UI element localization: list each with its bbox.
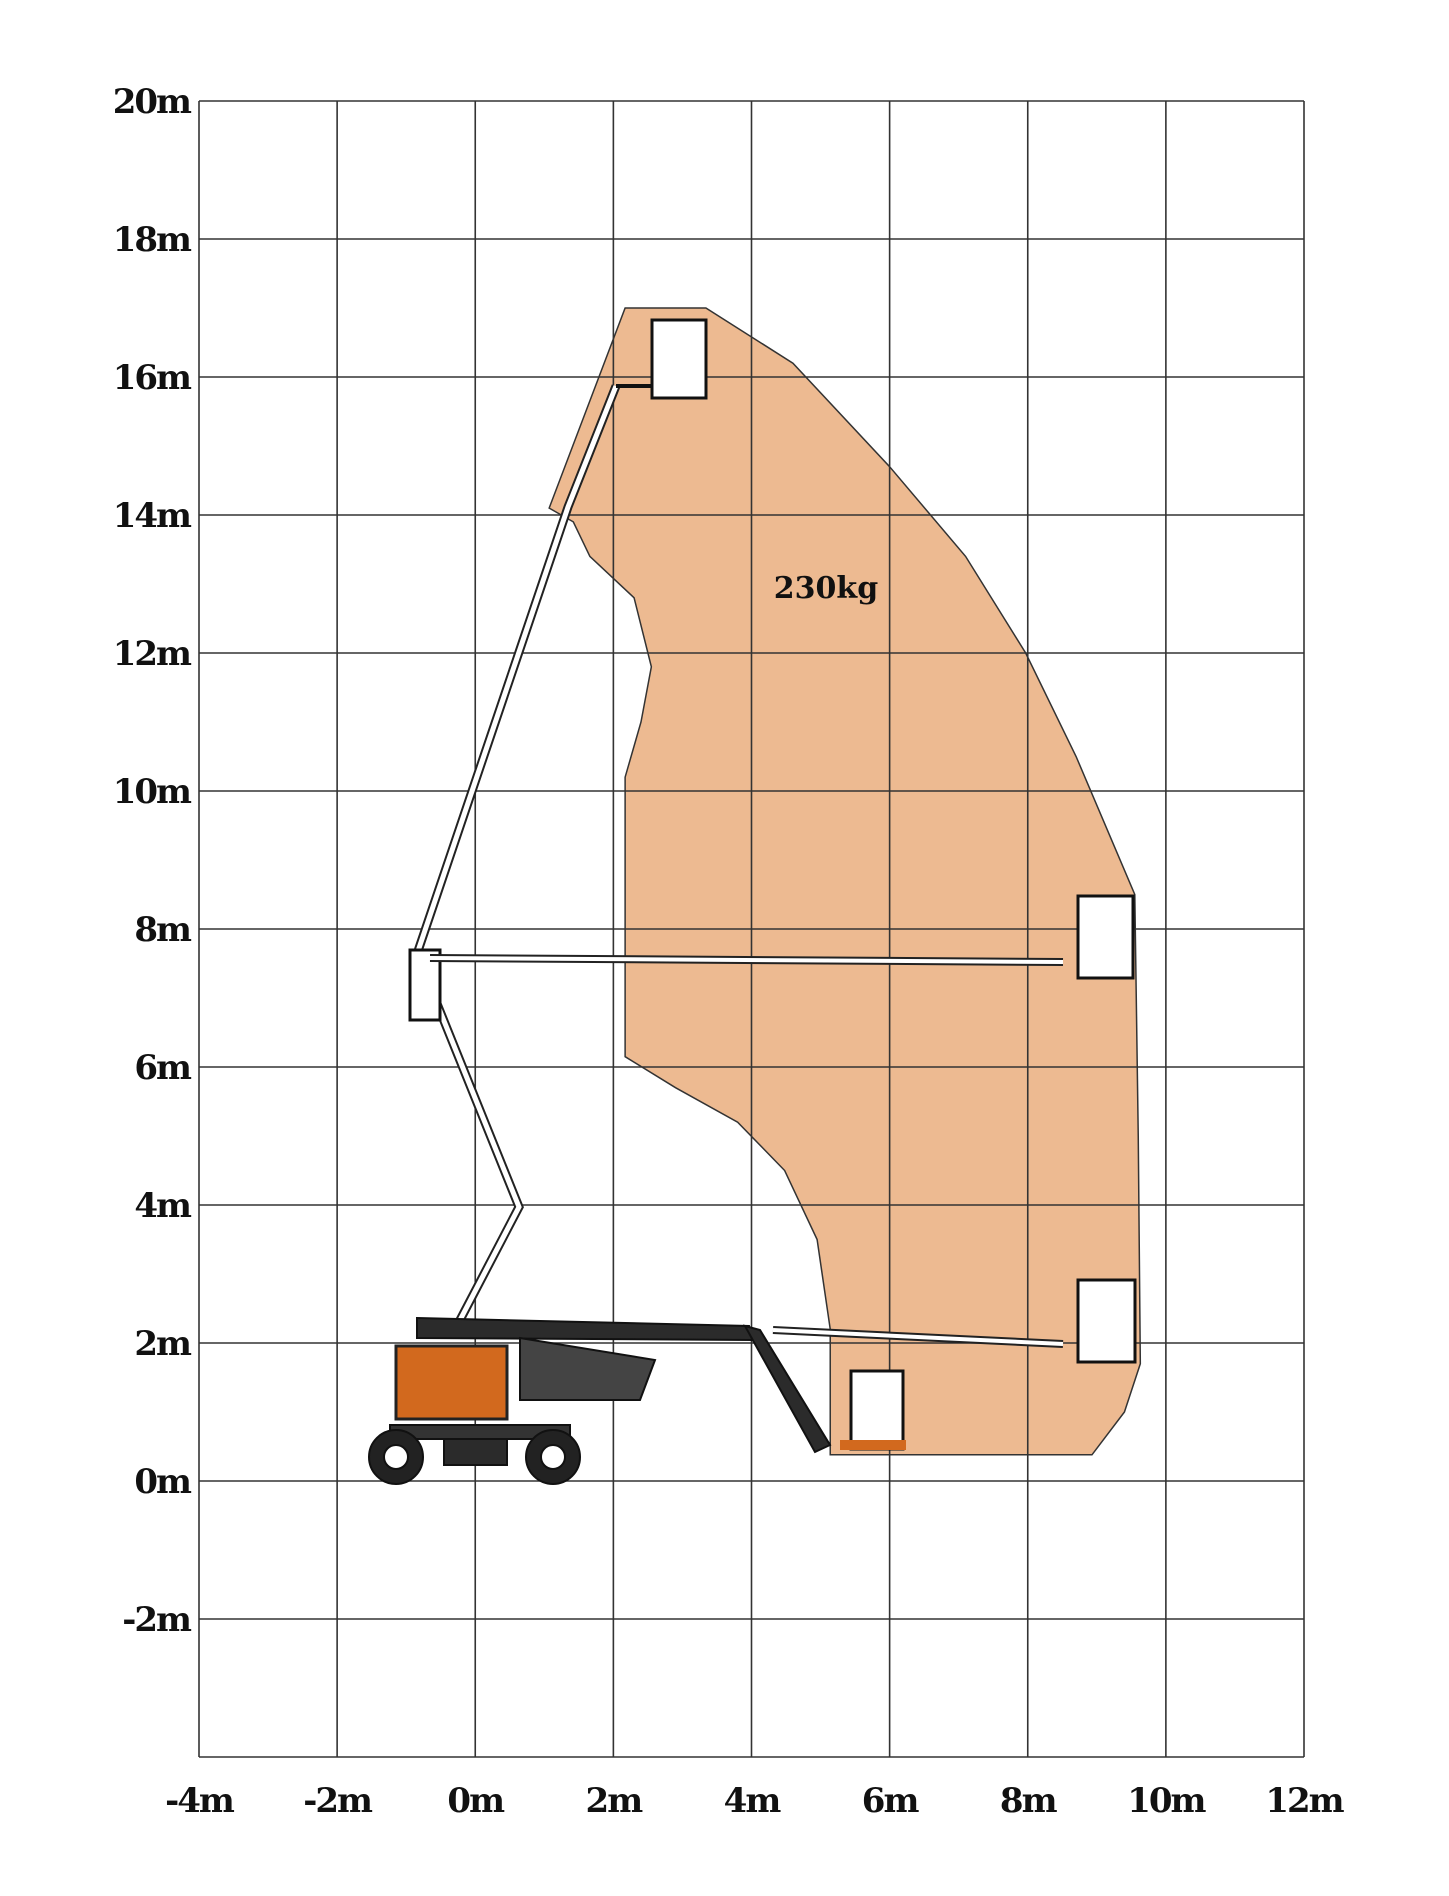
x-tick-label: 2m xyxy=(586,1781,644,1821)
y-tick-label: 4m xyxy=(134,1186,192,1226)
working-envelope-area xyxy=(548,307,1142,1456)
bottom-basket xyxy=(849,1369,905,1451)
y-tick-label: -2m xyxy=(122,1600,192,1640)
y-tick-label: 0m xyxy=(134,1462,192,1502)
boom-lift-drawing xyxy=(368,318,1137,1485)
y-tick-label: 6m xyxy=(134,1048,192,1088)
base-boom xyxy=(416,1316,754,1342)
y-tick-label: 10m xyxy=(113,772,192,812)
x-tick-label: 10m xyxy=(1127,1781,1206,1821)
x-tick-label: 4m xyxy=(724,1781,782,1821)
y-tick-label: 18m xyxy=(113,220,192,260)
x-tick-label: -4m xyxy=(165,1781,235,1821)
y-tick-label: 14m xyxy=(113,496,192,536)
x-tick-label: 8m xyxy=(1000,1781,1058,1821)
y-tick-label: 8m xyxy=(134,910,192,950)
x-tick-label: 0m xyxy=(447,1781,505,1821)
jib xyxy=(742,1324,832,1454)
x-tick-label: -2m xyxy=(303,1781,373,1821)
y-tick-label: 2m xyxy=(134,1324,192,1364)
y-tick-label: 16m xyxy=(113,358,192,398)
x-tick-label: 6m xyxy=(862,1781,920,1821)
low-reach-basket xyxy=(1076,1278,1137,1364)
load-annotation: 230kg xyxy=(774,571,878,606)
x-tick-label: 12m xyxy=(1265,1781,1344,1821)
y-tick-label: 12m xyxy=(113,634,192,674)
reach-basket xyxy=(1076,894,1135,980)
turret xyxy=(394,1344,509,1421)
top-basket xyxy=(650,318,708,400)
y-tick-label: 20m xyxy=(113,82,192,122)
